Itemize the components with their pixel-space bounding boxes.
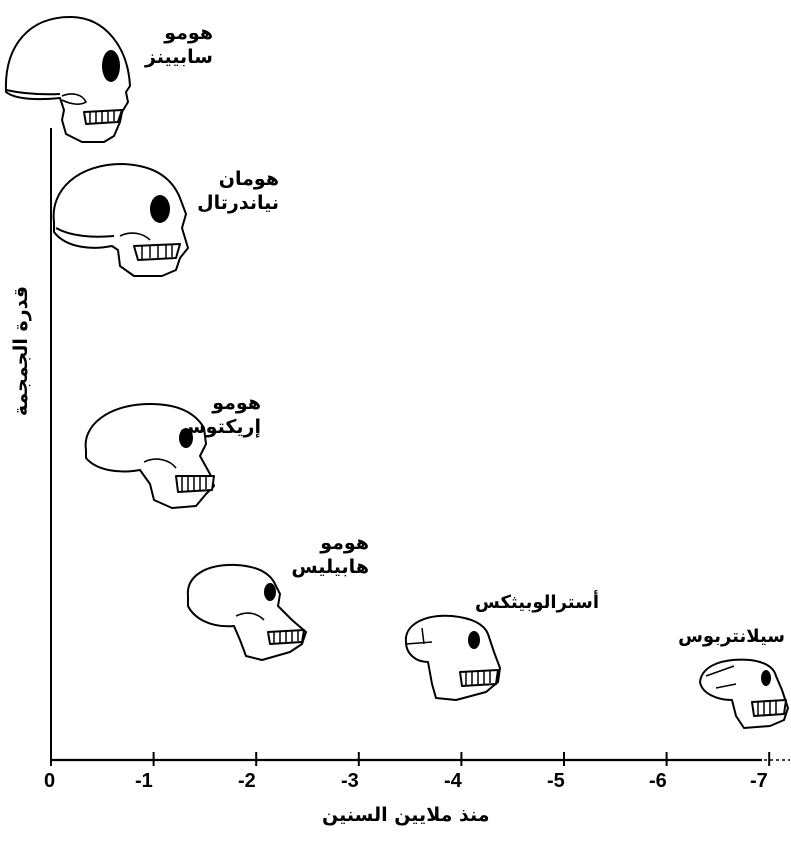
sapiens-label-line2: سابيينز	[144, 45, 213, 68]
x-tick-label: -2	[238, 770, 256, 792]
sahelanthropus-skull-icon	[699, 658, 789, 729]
habilis-label-line2: هابيليس	[291, 555, 369, 578]
sapiens-label: هومو سابيينز	[145, 22, 213, 70]
sapiens-skull-icon	[4, 15, 131, 143]
australopithecus-label-line1: أسترالوبيثكس	[475, 592, 599, 613]
neanderthal-label-line1: هومان	[218, 168, 279, 190]
habilis-label-line1: هومو	[320, 532, 369, 554]
x-tick-label: -4	[444, 770, 462, 792]
x-axis-title: منذ ملايين السنين	[322, 804, 490, 826]
erectus-label-line1: هومو	[212, 392, 261, 414]
x-tick-label: 0	[44, 770, 56, 792]
erectus-label-line2: إريكتوس	[179, 415, 261, 438]
erectus-label: هومو إريكتوس	[179, 392, 261, 440]
australopithecus-skull-icon	[404, 614, 501, 701]
australopithecus-label: أسترالوبيثكس	[475, 592, 599, 615]
erectus-skull-icon	[84, 403, 215, 509]
sahelanthropus-label: سيلانتربوس	[678, 626, 785, 649]
neanderthal-label: هومان نياندرتال	[197, 168, 279, 216]
habilis-skull-icon	[186, 563, 307, 661]
neanderthal-skull-icon	[52, 163, 189, 277]
sapiens-label-line1: هومو	[164, 22, 213, 44]
x-tick-label: -3	[341, 770, 359, 792]
x-tick-label: -5	[547, 770, 565, 792]
x-axis-ticks	[50, 752, 771, 766]
neanderthal-label-line2: نياندرتال	[197, 191, 279, 214]
x-tick-label: -7	[750, 770, 768, 792]
y-axis-title: قدرة الجمجمة	[10, 285, 33, 417]
x-tick-label: -1	[135, 770, 153, 792]
x-tick-label: -6	[649, 770, 667, 792]
habilis-label: هومو هابيليس	[291, 532, 369, 580]
sahelanthropus-label-line1: سيلانتربوس	[678, 626, 785, 647]
